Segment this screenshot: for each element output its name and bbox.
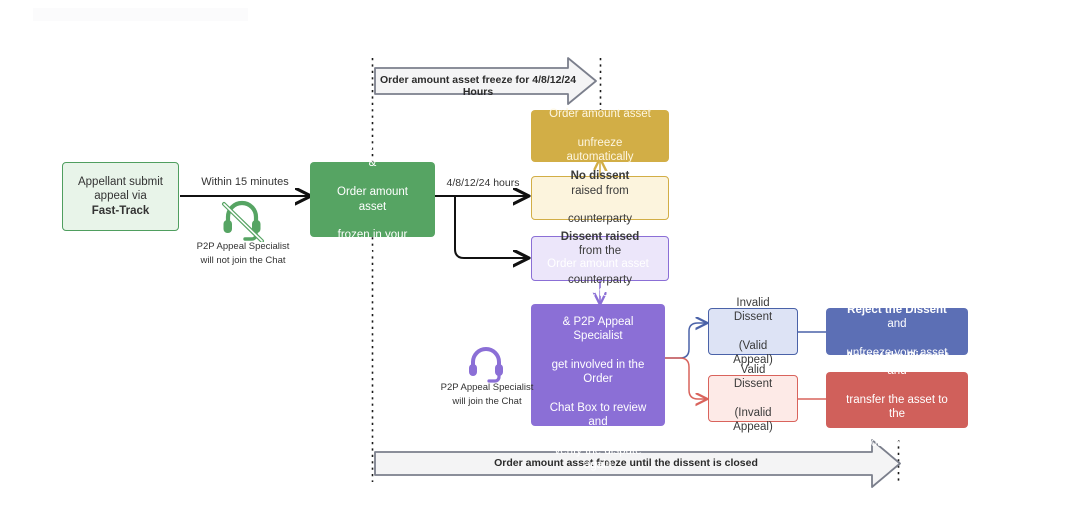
not-join-line1: P2P Appeal Specialist (196, 241, 290, 252)
node-reject-dissent[interactable]: Reject the Dissent and unfreeze your ass… (826, 304, 968, 359)
valid-line1: Valid Dissent (733, 363, 773, 390)
node-valid-dissent[interactable]: Valid Dissent (Invalid Appeal) (708, 364, 798, 433)
edge-label-hours: 4/8/12/24 hours (446, 177, 520, 189)
will-join-line1: P2P Appeal Specialist (440, 382, 534, 393)
node-no-dissent[interactable]: No dissent raised from counterparty (531, 170, 669, 225)
invalid-line2: (Valid Appeal) (733, 339, 773, 367)
node-dissent-raised[interactable]: Dissent raised from the counterparty (531, 231, 669, 286)
dissent-rest: from the (578, 245, 622, 258)
headset-slash-icon (222, 200, 264, 242)
continue-line4: get involved in the Order (551, 358, 645, 386)
edge-continue-valid (664, 357, 706, 399)
dissent-line2: counterparty (568, 273, 632, 286)
appellant-text: Appellant submit appeal via (77, 175, 164, 203)
will-join-line2: will join the Chat (452, 396, 522, 408)
node-appellant-submit[interactable]: Appellant submit appeal via Fast-Track (62, 162, 179, 231)
caption-specialist-will-join: P2P Appeal Specialist will join the Chat (434, 381, 540, 410)
top-banner-label: Order amount asset freeze for 4/8/12/24 … (379, 74, 577, 98)
node-unfreeze-automatically[interactable]: Order amount asset unfreeze automaticall… (531, 108, 669, 164)
judgment-line4: frozen in your account (337, 229, 408, 256)
not-join-line2: will not join the Chat (200, 255, 286, 267)
continue-line6: verify the dispute again (554, 445, 642, 472)
top-gray-band (33, 8, 248, 21)
accept-rest: and (887, 365, 907, 378)
headset-icon (469, 347, 503, 383)
caption-specialist-not-join: P2P Appeal Specialist will not join the … (190, 240, 296, 269)
continue-line5: Chat Box to review and (549, 401, 647, 429)
bottom-banner-label: Order amount asset freeze until the diss… (494, 457, 758, 469)
continue-line1: Order amount asset (547, 258, 649, 271)
reject-line2: unfreeze your asset (846, 346, 948, 359)
node-accept-dissent[interactable]: Accept the Dissent and transfer the asse… (826, 351, 968, 449)
no-dissent-bold: No dissent (570, 170, 630, 183)
reject-bold: Reject the Dissent (847, 303, 947, 316)
unfreeze-line2: unfreeze automatically (566, 137, 634, 164)
dissent-bold: Dissent raised (560, 230, 640, 243)
valid-line2: (Invalid Appeal) (733, 406, 773, 434)
reject-rest: and (887, 318, 907, 331)
accept-line2: transfer the asset to the (846, 393, 948, 421)
judgment-line1: Judgment made (328, 143, 417, 155)
judgment-line2: & (368, 157, 377, 170)
continue-line3: & P2P Appeal Specialist (562, 315, 634, 343)
no-dissent-rest: raised from (571, 184, 629, 197)
judgment-line3: Order amount asset (337, 186, 408, 213)
accept-line3: counterparty (865, 436, 929, 449)
node-continue-freeze[interactable]: Order amount asset continue to freeze & … (531, 258, 665, 471)
accept-bold: Accept the Dissent (845, 350, 949, 363)
node-invalid-dissent[interactable]: Invalid Dissent (Valid Appeal) (708, 297, 798, 366)
invalid-line1: Invalid Dissent (733, 296, 773, 323)
unfreeze-line1: Order amount asset (549, 108, 651, 121)
no-dissent-line2: counterparty (568, 213, 632, 226)
edge-continue-invalid (664, 323, 706, 359)
continue-line2: continue to freeze (552, 286, 644, 299)
edge-judgment-dissent (454, 196, 528, 258)
edge-label-within-15-minutes: Within 15 minutes (201, 176, 289, 188)
node-judgment-made[interactable]: Judgment made & Order amount asset froze… (310, 143, 435, 256)
appellant-bold: Fast-Track (91, 204, 150, 217)
